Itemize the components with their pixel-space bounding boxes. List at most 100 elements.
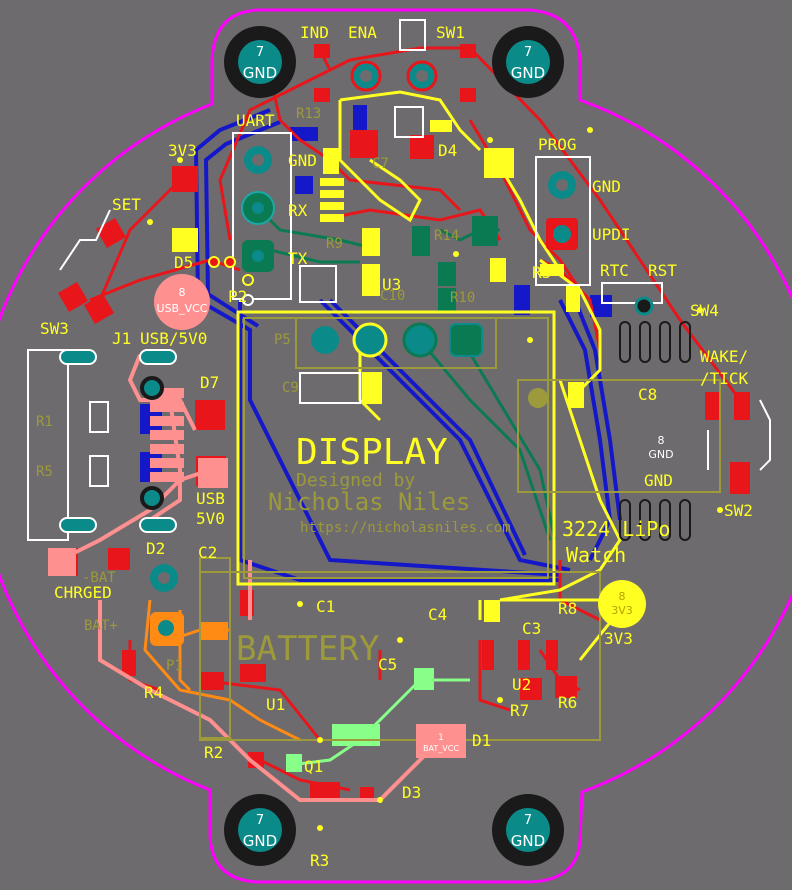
display-header-pins (311, 322, 483, 358)
gnd-net-pad: 8 GND (648, 434, 673, 461)
faint-r14: R14 (434, 228, 459, 244)
label-r3-bottom: R3 (310, 851, 329, 870)
mounting-hole-net: 7 (524, 813, 532, 828)
label-tick: /TICK (700, 369, 749, 388)
mounting-hole-bottom-right: 7 GND (492, 794, 564, 866)
mounting-hole-label: GND (243, 64, 277, 82)
label-d3: D3 (402, 783, 421, 802)
faint-r9: R9 (326, 236, 343, 252)
mounting-hole-label: GND (243, 832, 277, 850)
label-rtc: RTC (600, 261, 629, 280)
d1-pad-net: 1 (438, 733, 444, 743)
sw1-pads (350, 60, 438, 92)
usb-vcc-pad: 8 USB_VCC (154, 274, 210, 330)
yellow-pads (172, 120, 584, 622)
right-connector-slots (619, 321, 691, 541)
faint-outlines (199, 317, 721, 741)
label-ena: ENA (348, 23, 377, 42)
salmon-pads (48, 388, 228, 576)
d1-pad-label: BAT_VCC (423, 744, 459, 753)
faint-p1: P1 (166, 658, 183, 674)
designer-name: Nicholas Niles (268, 488, 470, 516)
label-j1: J1 (112, 329, 131, 348)
label-3v3-bottom: 3V3 (604, 629, 633, 648)
label-q1: Q1 (304, 757, 323, 776)
label-gnd-prog: GND (592, 177, 621, 196)
label-u2: U2 (512, 675, 531, 694)
d1-pad: 1 BAT_VCC (416, 724, 466, 758)
label-c8: C8 (638, 385, 657, 404)
designed-by: Designed by (296, 470, 415, 491)
faint-r10: R10 (450, 290, 475, 306)
label-d5: D5 (174, 253, 193, 272)
bottom-copper-traces (193, 108, 622, 582)
mounting-hole-net: 7 (256, 813, 264, 828)
label-r8: R8 (558, 599, 577, 618)
d2-pads (150, 564, 178, 636)
label-r3: R3 (532, 263, 551, 282)
label-ind: IND (300, 23, 329, 42)
label-gnd-right: GND (644, 471, 673, 490)
label-c1: C1 (316, 597, 335, 616)
label-c2: C2 (198, 543, 217, 562)
faint-c7: C7 (372, 156, 389, 172)
label-set: SET (112, 195, 141, 214)
label-d1: D1 (472, 731, 491, 750)
faint-bat-minus: -BAT (82, 570, 116, 586)
label-3v3-top: 3V3 (168, 141, 197, 160)
label-gnd-uart: GND (288, 151, 317, 170)
label-5v0: 5V0 (196, 509, 225, 528)
battery-label: BATTERY (236, 629, 379, 669)
vias (147, 127, 723, 831)
faint-r13: R13 (296, 106, 321, 122)
label-r6: R6 (558, 693, 577, 712)
usb-vcc-net: 8 (179, 286, 186, 299)
faint-c9: C9 (282, 380, 299, 396)
label-prog: PROG (538, 135, 577, 154)
usb-connector (59, 349, 177, 533)
usb-vcc-label: USB_VCC (157, 302, 208, 315)
uart-header (241, 146, 275, 272)
faint-bat-plus: BAT+ (84, 618, 118, 634)
label-r2: R2 (204, 743, 223, 762)
faint-silkscreen: Designed by Nicholas Niles https://nicho… (36, 106, 511, 674)
mounting-hole-label: GND (511, 832, 545, 850)
label-display: DISPLAY (296, 432, 448, 473)
mounting-hole-net: 7 (524, 45, 532, 60)
mounting-hole-bottom-left: 7 GND (224, 794, 296, 866)
mounting-hole-top-left: 7 GND (224, 26, 296, 98)
v3v3-pad-label: 3V3 (611, 604, 633, 617)
label-c5: C5 (378, 655, 397, 674)
gnd-pad-net: 8 (658, 434, 665, 447)
mounting-hole-top-right: 7 GND (492, 26, 564, 98)
label-d2: D2 (146, 539, 165, 558)
label-d4: D4 (438, 141, 457, 160)
label-lipo: 3224 LiPo (562, 517, 670, 541)
faint-c10: C10 (380, 288, 405, 304)
label-rst: RST (648, 261, 677, 280)
silkscreen-labels: IND ENA SW1 UART GND RX TX 3V3 SET D5 P2… (40, 23, 753, 870)
label-u1: U1 (266, 695, 285, 714)
gnd-pad-label: GND (648, 448, 673, 461)
label-usb-5v0: USB/5V0 (140, 329, 207, 348)
label-charged: CHRGED (54, 583, 112, 602)
label-sw2: SW2 (724, 501, 753, 520)
label-updi: UPDI (592, 225, 631, 244)
label-c3: C3 (522, 619, 541, 638)
label-p2: P2 (228, 287, 247, 306)
silkscreen-outlines (27, 19, 771, 541)
label-wake: WAKE/ (700, 347, 748, 366)
v3v3-pad-net: 8 (619, 590, 626, 603)
label-usb: USB (196, 489, 225, 508)
label-tx: TX (288, 249, 308, 268)
prog-header (546, 171, 578, 250)
label-d7: D7 (200, 373, 219, 392)
label-sw1: SW1 (436, 23, 465, 42)
label-watch: Watch (566, 543, 626, 567)
label-sw4: SW4 (690, 301, 719, 320)
label-c4: C4 (428, 605, 447, 624)
designer-url: https://nicholasniles.com (300, 520, 511, 536)
label-rx: RX (288, 201, 308, 220)
